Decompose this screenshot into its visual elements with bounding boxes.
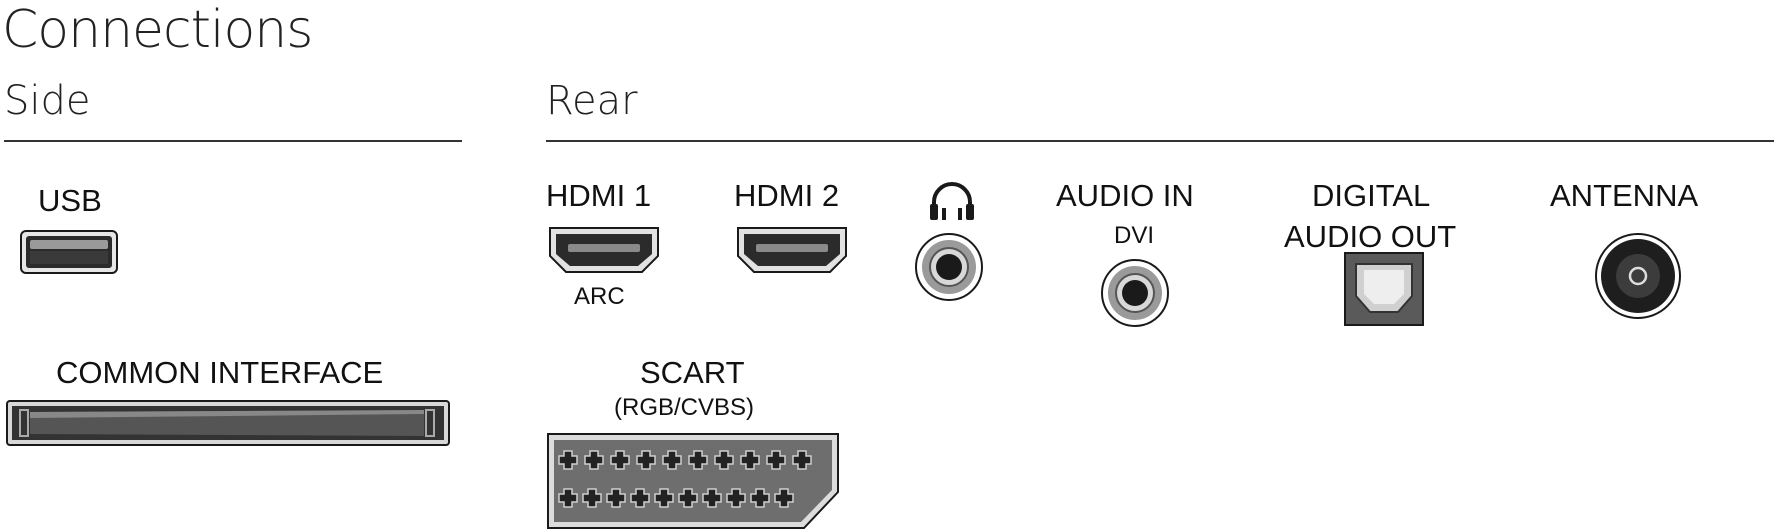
scart-pin	[582, 488, 602, 508]
scart-pin	[610, 450, 630, 470]
usb-port-icon	[20, 230, 118, 274]
audio-in-label: AUDIO IN	[1056, 178, 1194, 213]
scart-pin	[766, 450, 786, 470]
rear-heading: Rear	[546, 78, 638, 124]
scart-label: SCART	[640, 355, 745, 390]
scart-pin	[750, 488, 770, 508]
common-interface-slot-icon	[6, 400, 450, 446]
scart-pin	[688, 450, 708, 470]
scart-pin	[702, 488, 722, 508]
hdmi2-label: HDMI 2	[734, 178, 840, 213]
scart-pin	[636, 450, 656, 470]
headphone-icon	[930, 182, 974, 220]
scart-pin	[774, 488, 794, 508]
scart-pin	[662, 450, 682, 470]
scart-pin	[726, 488, 746, 508]
audio-jack-icon	[915, 233, 983, 301]
hdmi-port-icon	[549, 227, 659, 273]
usb-label: USB	[38, 183, 102, 218]
rear-divider	[546, 140, 1774, 142]
side-heading: Side	[4, 78, 91, 124]
antenna-label: ANTENNA	[1550, 178, 1699, 213]
hdmi1-arc-label: ARC	[574, 283, 625, 310]
scart-pin	[584, 450, 604, 470]
common-interface-label: COMMON INTERFACE	[56, 355, 384, 390]
optical-port-icon	[1344, 252, 1424, 326]
audio-in-dvi-label: DVI	[1114, 222, 1155, 249]
audio-jack-icon	[1101, 259, 1169, 327]
hdmi-port-icon	[737, 227, 847, 273]
scart-pin	[678, 488, 698, 508]
scart-pin	[714, 450, 734, 470]
antenna-port-icon	[1595, 233, 1681, 319]
hdmi1-label: HDMI 1	[546, 178, 652, 213]
side-divider	[4, 140, 462, 142]
scart-sub-label: (RGB/CVBS)	[614, 394, 755, 421]
scart-pin	[558, 488, 578, 508]
scart-pin	[558, 450, 578, 470]
digital-out-label-line1: DIGITAL	[1312, 178, 1431, 213]
scart-pin	[630, 488, 650, 508]
scart-pin	[792, 450, 812, 470]
scart-pin	[740, 450, 760, 470]
scart-pin	[606, 488, 626, 508]
digital-out-label-line2: AUDIO OUT	[1284, 219, 1457, 254]
scart-pin	[654, 488, 674, 508]
page-title: Connections	[2, 0, 313, 60]
scart-port-icon	[547, 433, 839, 529]
